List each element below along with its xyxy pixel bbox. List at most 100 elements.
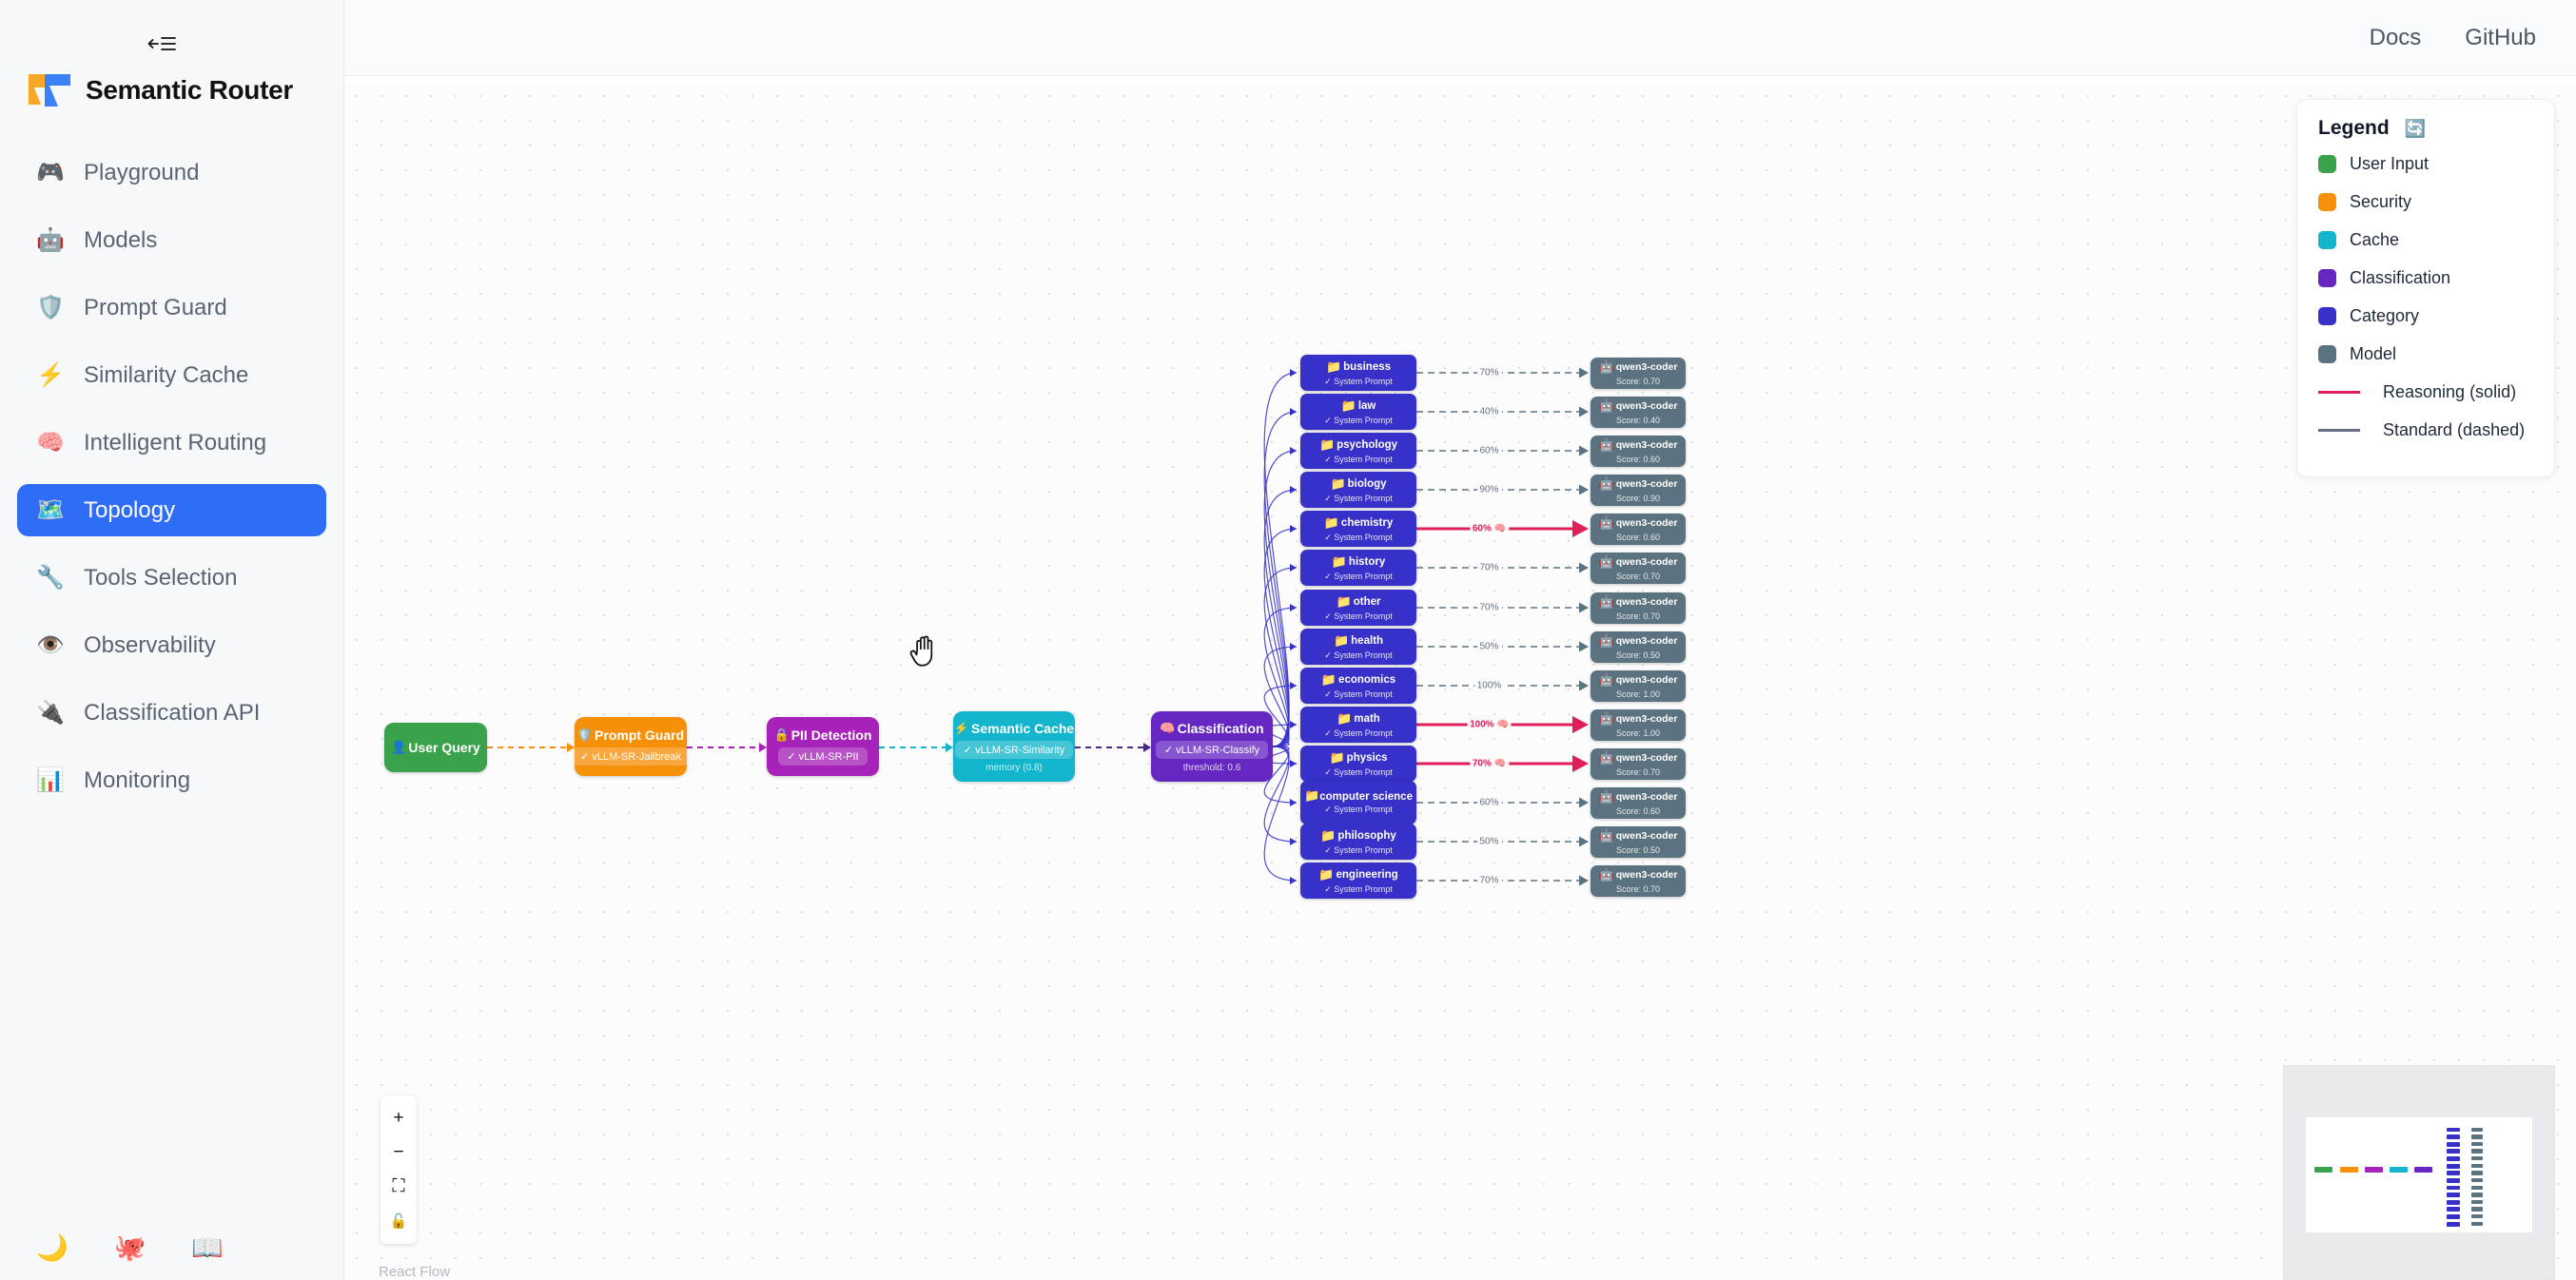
zoom-in-button[interactable]: + [393, 1108, 404, 1128]
legend-swatch [2318, 307, 2336, 325]
node-category-history[interactable]: 📁history✓ System Prompt [1300, 550, 1416, 586]
edge-label-chemistry: 60% 🧠 [1469, 523, 1510, 534]
sidebar-item-label: Classification API [84, 699, 261, 726]
sidebar-item-similarity-cache[interactable]: ⚡Similarity Cache [17, 349, 326, 401]
sidebar-item-topology[interactable]: 🗺️Topology [17, 484, 326, 536]
legend-item-classification: Classification [2318, 267, 2533, 289]
node-category-economics[interactable]: 📁economics✓ System Prompt [1300, 668, 1416, 704]
minimap-node [2446, 1149, 2460, 1154]
minimap-node [2446, 1193, 2460, 1198]
category-subtitle: ✓ System Prompt [1324, 650, 1393, 660]
eye-icon: 👁️ [36, 631, 65, 658]
docs-link[interactable]: 📖 [191, 1233, 224, 1262]
node-category-other[interactable]: 📁other✓ System Prompt [1300, 590, 1416, 626]
node-category-biology[interactable]: 📁biology✓ System Prompt [1300, 472, 1416, 508]
node-category-chemistry[interactable]: 📁chemistry✓ System Prompt [1300, 511, 1416, 547]
lock-toggle-button[interactable]: 🔓 [389, 1213, 408, 1230]
minimap-viewport[interactable] [2305, 1116, 2533, 1232]
node-category-math[interactable]: 📁math✓ System Prompt [1300, 707, 1416, 743]
node-category-computer-science[interactable]: 📁computer science✓ System Prompt [1300, 781, 1416, 824]
sidebar-item-label: Topology [84, 496, 176, 523]
refresh-icon[interactable]: 🔄 [2404, 119, 2427, 138]
node-category-engineering[interactable]: 📁engineering✓ System Prompt [1300, 863, 1416, 899]
github-link[interactable]: 🐙 [113, 1233, 146, 1262]
category-title: 📁biology [1330, 475, 1387, 491]
node-category-law[interactable]: 📁law✓ System Prompt [1300, 394, 1416, 430]
legend-swatch [2318, 269, 2336, 287]
viewport-controls[interactable]: + − ⛶ 🔓 [381, 1096, 417, 1244]
brand[interactable]: Semantic Router [0, 57, 343, 124]
fit-view-button[interactable]: ⛶ [392, 1176, 405, 1196]
legend-line [2318, 391, 2360, 394]
node-pii[interactable]: 🔒PII Detection✓ vLLM-SR-PII [767, 717, 879, 776]
sidebar-item-tools-selection[interactable]: 🔧Tools Selection [17, 552, 326, 604]
model-score: Score: 0.60 [1615, 455, 1661, 464]
node-category-philosophy[interactable]: 📁philosophy✓ System Prompt [1300, 824, 1416, 860]
sidebar-item-intelligent-routing[interactable]: 🧠Intelligent Routing [17, 417, 326, 469]
brain-icon: 🧠 [36, 429, 65, 456]
edge-label-engineering: 70% [1476, 875, 1502, 886]
edge-label-physics: 70% 🧠 [1469, 758, 1510, 769]
model-score: Score: 0.70 [1615, 572, 1661, 581]
edge-label-philosophy: 50% [1476, 836, 1502, 847]
sidebar-item-models[interactable]: 🤖Models [17, 214, 326, 266]
minimap-node [2470, 1156, 2483, 1161]
edge-label-math: 100% 🧠 [1467, 719, 1512, 730]
legend-swatch [2318, 345, 2336, 363]
topology-canvas[interactable]: 👤User Query 🛡️Prompt Guard✓ vLLM-SR-Jailb… [344, 84, 2576, 1280]
model-title: 🤖qwen3-coder [1598, 867, 1678, 882]
legend-item-solid: Reasoning (solid) [2318, 381, 2533, 403]
topbar-link-github[interactable]: GitHub [2465, 24, 2536, 50]
dark-mode-toggle[interactable]: 🌙 [36, 1233, 68, 1262]
node-user[interactable]: 👤User Query [384, 723, 487, 772]
sidebar-item-classification-api[interactable]: 🔌Classification API [17, 687, 326, 739]
category-title: 📁engineering [1318, 866, 1398, 882]
sidebar-item-observability[interactable]: 👁️Observability [17, 619, 326, 671]
minimap-node [2446, 1156, 2460, 1161]
minimap-node [2470, 1135, 2483, 1139]
node-guard[interactable]: 🛡️Prompt Guard✓ vLLM-SR-Jailbreak [572, 717, 690, 776]
node-badge: ✓ vLLM-SR-Jailbreak [572, 747, 690, 766]
minimap-node [2314, 1166, 2333, 1173]
category-subtitle: ✓ System Prompt [1324, 883, 1393, 894]
minimap-node [2446, 1135, 2460, 1140]
node-title: 🧠Classification [1160, 720, 1264, 736]
sidebar-collapse-icon[interactable] [141, 29, 183, 59]
node-category-business[interactable]: 📁business✓ System Prompt [1300, 355, 1416, 391]
zoom-out-button[interactable]: − [393, 1142, 404, 1162]
topbar-link-docs[interactable]: Docs [2369, 24, 2422, 50]
edge-label-law: 40% [1476, 406, 1502, 417]
node-category-physics[interactable]: 📁physics✓ System Prompt [1300, 746, 1416, 782]
sidebar-item-monitoring[interactable]: 📊Monitoring [17, 754, 326, 806]
model-title: 🤖qwen3-coder [1598, 476, 1678, 491]
node-category-psychology[interactable]: 📁psychology✓ System Prompt [1300, 433, 1416, 469]
category-title: 📁health [1333, 632, 1384, 648]
sidebar-item-label: Similarity Cache [84, 361, 249, 388]
edge-label-health: 50% [1476, 641, 1502, 652]
node-meta: memory (0.8) [986, 762, 1043, 773]
model-score: Score: 0.70 [1615, 884, 1661, 894]
gamepad-icon: 🎮 [36, 159, 65, 185]
category-subtitle: ✓ System Prompt [1324, 688, 1393, 699]
sidebar-item-playground[interactable]: 🎮Playground [17, 146, 326, 199]
minimap[interactable] [2283, 1065, 2555, 1280]
node-category-health[interactable]: 📁health ✓ System Prompt [1300, 629, 1416, 665]
sidebar-item-prompt-guard[interactable]: 🛡️Prompt Guard [17, 281, 326, 334]
model-title: 🤖qwen3-coder [1598, 398, 1678, 413]
